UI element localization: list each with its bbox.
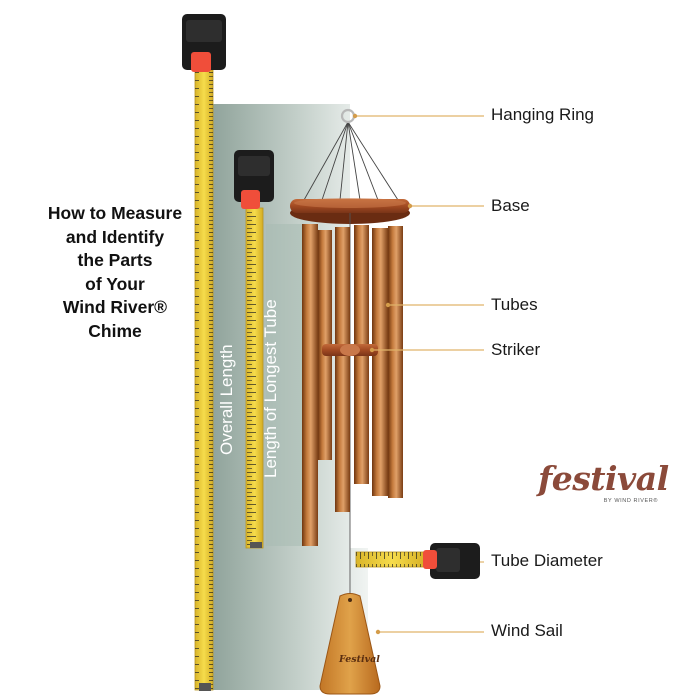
label-hanging-ring: Hanging Ring [491,105,595,124]
label-tubes: Tubes [491,295,538,314]
label-wind-sail: Wind Sail [491,621,563,640]
heading-line: Chime [88,320,142,341]
diameter-tape-measure [355,543,480,579]
overall-length-label: Overall Length [217,344,236,455]
heading-line: Wind River® [62,297,168,317]
heading-line: and Identify [65,226,165,247]
brand-logo: festival BY WIND RIVER® [538,459,669,505]
leader-dots [352,113,413,635]
striker [322,344,378,356]
sail-stamp: Festival [338,654,380,665]
brand-wordmark: festival [538,459,669,498]
page-heading: How to Measure and Identify the Parts of… [20,202,210,343]
overall-tape-measure [182,14,226,691]
label-base: Base [491,196,530,215]
label-tube-diameter: Tube Diameter [491,551,603,570]
tube-length-bracket [266,224,304,546]
brand-tagline: BY WIND RIVER® [603,498,658,504]
tube-tape-case [234,150,274,209]
wind-sail: Festival [319,593,381,695]
diameter-tape-case [423,543,480,579]
heading-line: the Parts [77,250,153,270]
hanging-strings [303,121,399,201]
heading-line: How to Measure [47,203,183,223]
label-striker: Striker [491,340,541,359]
heading-line: of Your [85,273,145,294]
tubes [302,224,403,546]
longest-tube-label: Length of Longest Tube [261,299,280,478]
tube-tape-measure [234,150,274,549]
overall-tape-case [182,14,226,72]
leader-lines [355,115,484,633]
